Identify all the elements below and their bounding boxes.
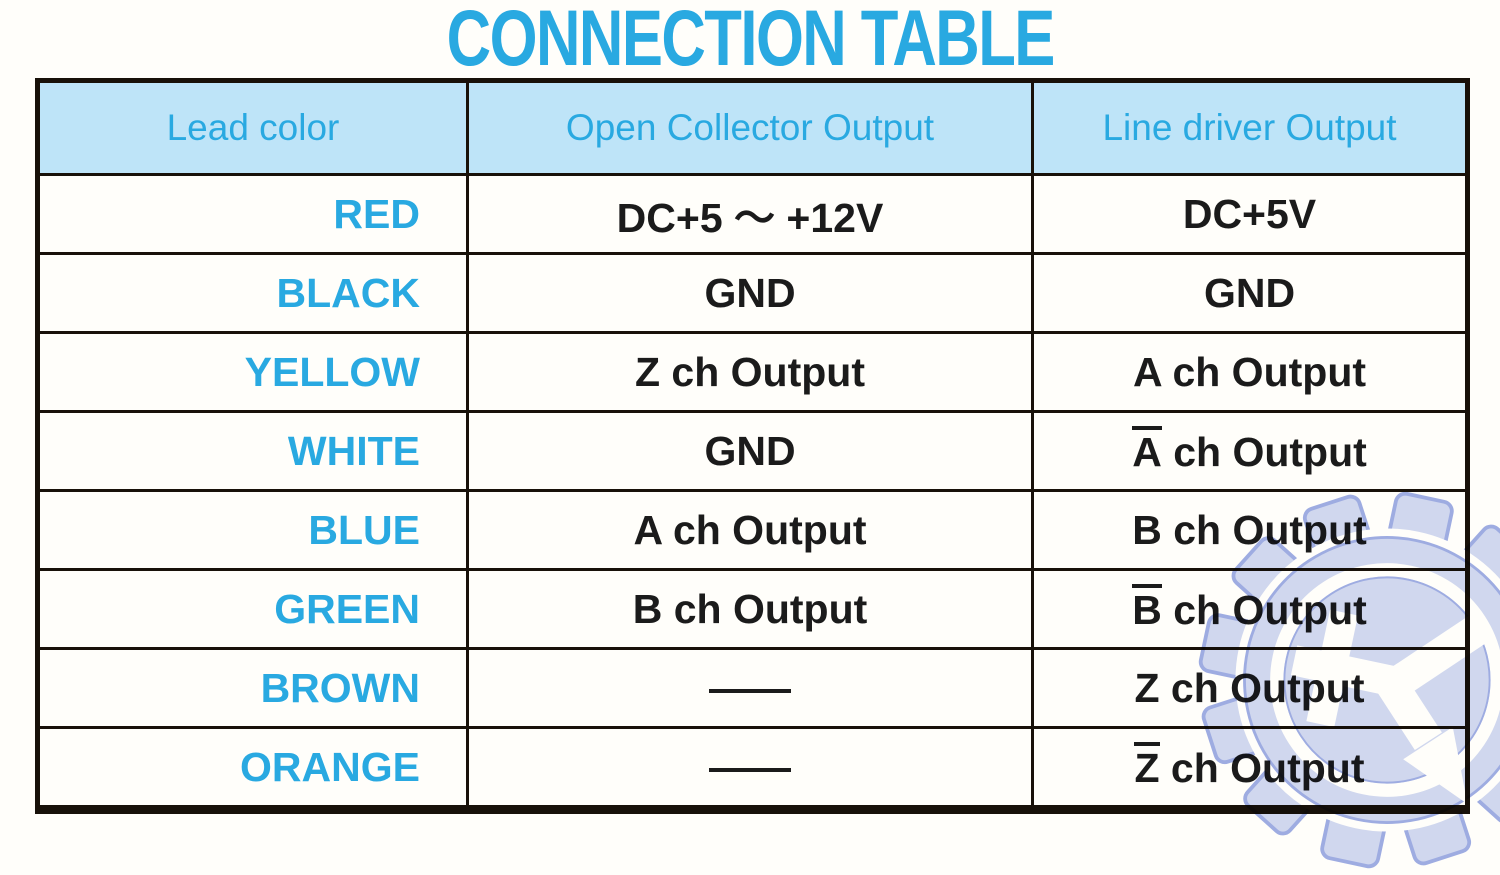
line-driver-cell: B ch Output bbox=[1031, 568, 1469, 650]
cell-text: ch Output bbox=[1159, 745, 1365, 791]
cell-text: Z ch Output bbox=[1134, 664, 1365, 711]
header-row: Lead color Open Collector Output Line dr… bbox=[36, 79, 1469, 176]
cell-text: GND bbox=[1203, 269, 1296, 316]
table-row: GREEN B ch Output B ch Output bbox=[36, 568, 1469, 650]
header-line-driver: Line driver Output bbox=[1031, 79, 1469, 176]
lead-color-cell: RED bbox=[36, 173, 469, 255]
cell-text: —— bbox=[709, 743, 791, 790]
line-driver-cell: Z ch Output bbox=[1031, 647, 1469, 729]
header-open-collector: Open Collector Output bbox=[466, 79, 1034, 176]
cell-text: B ch Output bbox=[632, 585, 868, 632]
table-row: BLUE A ch Output B ch Output bbox=[36, 489, 1469, 571]
lead-color-cell: BLACK bbox=[36, 252, 469, 334]
cell-text: GND bbox=[704, 427, 796, 474]
cell-text: DC+5 ～ +12V bbox=[616, 195, 884, 241]
cell-text: ch Output bbox=[1161, 429, 1367, 475]
lead-color-cell: BLUE bbox=[36, 489, 469, 571]
table-row: RED DC+5 ～ +12V DC+5V bbox=[36, 173, 1469, 255]
lead-color-cell: BROWN bbox=[36, 647, 469, 729]
open-collector-cell: GND bbox=[466, 252, 1034, 334]
open-collector-cell: B ch Output bbox=[466, 568, 1034, 650]
cell-text: ch Output bbox=[1161, 587, 1367, 633]
cell-text: —— bbox=[709, 664, 791, 711]
line-driver-cell: B ch Output bbox=[1031, 489, 1469, 571]
page-title-text: CONNECTION TABLE bbox=[446, 0, 1055, 82]
lead-color-cell: GREEN bbox=[36, 568, 469, 650]
open-collector-cell: GND bbox=[466, 410, 1034, 492]
open-collector-cell: Z ch Output bbox=[466, 331, 1034, 413]
line-driver-cell: A ch Output bbox=[1031, 410, 1469, 492]
table-row: ORANGE —— Z ch Output bbox=[36, 726, 1469, 811]
overline-char: B bbox=[1132, 584, 1162, 632]
line-driver-cell: GND bbox=[1031, 252, 1469, 334]
table-row: YELLOW Z ch Output A ch Output bbox=[36, 331, 1469, 413]
open-collector-cell: —— bbox=[466, 726, 1034, 811]
table-row: BLACK GND GND bbox=[36, 252, 1469, 334]
overline-char: A bbox=[1132, 426, 1162, 474]
table-row: BROWN —— Z ch Output bbox=[36, 647, 1469, 729]
cell-text: A ch Output bbox=[633, 506, 867, 553]
cell-text: B ch Output bbox=[1132, 506, 1367, 553]
open-collector-cell: DC+5 ～ +12V bbox=[466, 173, 1034, 255]
cell-text: A ch Output bbox=[1132, 348, 1367, 395]
open-collector-cell: —— bbox=[466, 647, 1034, 729]
lead-color-cell: ORANGE bbox=[36, 726, 469, 811]
line-driver-cell: A ch Output bbox=[1031, 331, 1469, 413]
lead-color-cell: WHITE bbox=[36, 410, 469, 492]
table-row: WHITE GND A ch Output bbox=[36, 410, 1469, 492]
cell-text: DC+5V bbox=[1182, 190, 1317, 237]
lead-color-cell: YELLOW bbox=[36, 331, 469, 413]
line-driver-cell: DC+5V bbox=[1031, 173, 1469, 255]
page-title: CONNECTION TABLE bbox=[0, 0, 1500, 84]
connection-table: Lead color Open Collector Output Line dr… bbox=[35, 78, 1470, 814]
cell-text: GND bbox=[704, 269, 796, 316]
header-lead-color: Lead color bbox=[36, 79, 469, 176]
open-collector-cell: A ch Output bbox=[466, 489, 1034, 571]
cell-text: Z ch Output bbox=[634, 348, 865, 395]
overline-char: Z bbox=[1134, 742, 1160, 790]
line-driver-cell: Z ch Output bbox=[1031, 726, 1469, 811]
